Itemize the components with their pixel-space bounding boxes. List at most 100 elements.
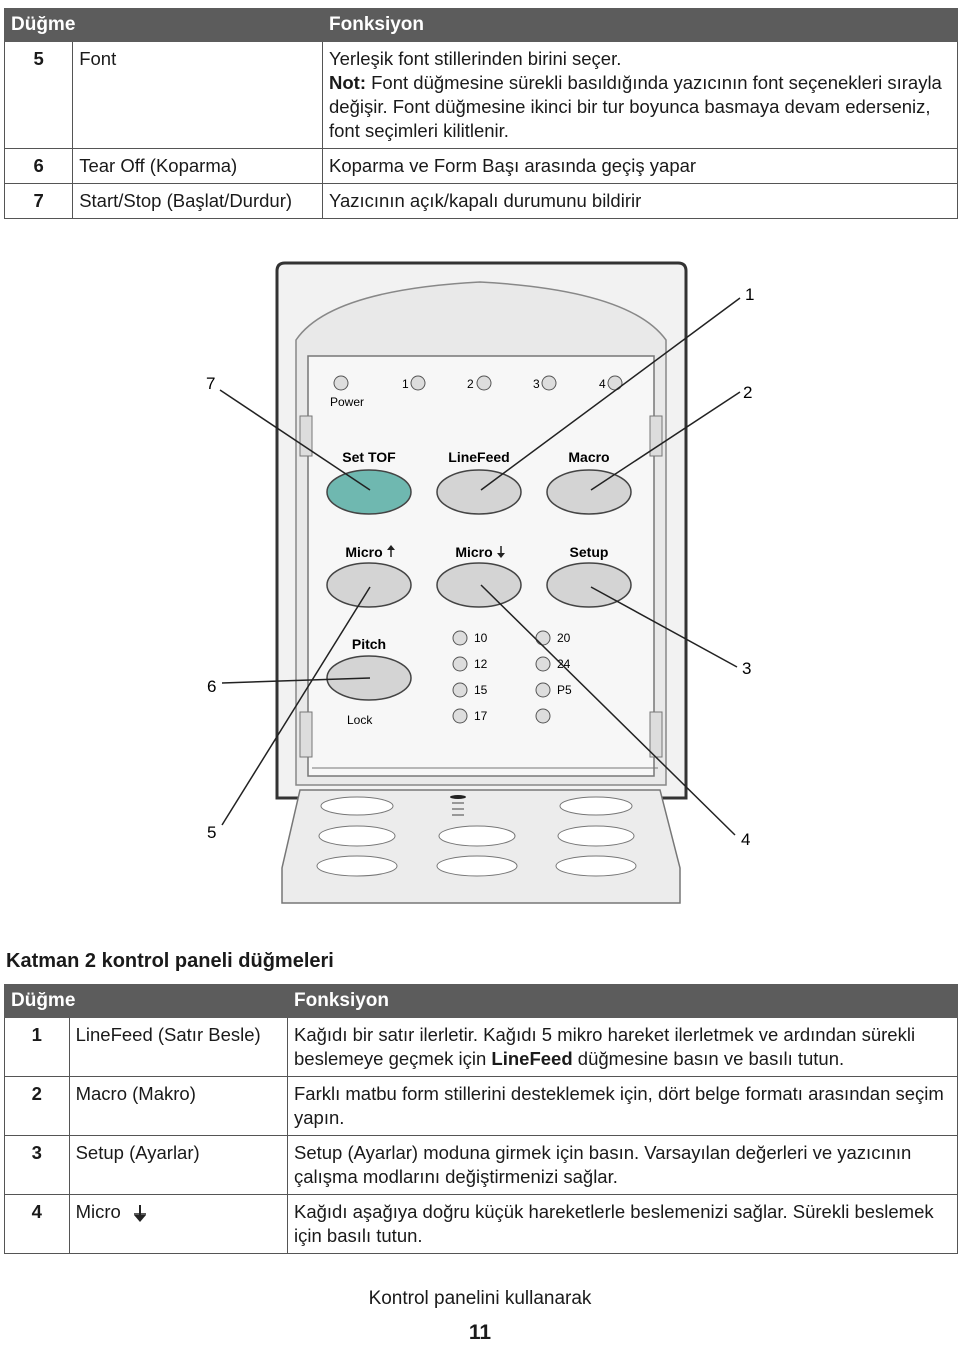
header-button: Düğme xyxy=(4,984,288,1018)
pitch-label: Pitch xyxy=(352,636,386,652)
callout-4: 4 xyxy=(741,830,750,849)
callout-7: 7 xyxy=(206,374,215,393)
linefeed-label: LineFeed xyxy=(448,449,509,465)
table-row: 3 Setup (Ayarlar) Setup (Ayarlar) moduna… xyxy=(4,1135,958,1195)
callout-5: 5 xyxy=(207,823,216,842)
row-button-name: Tear Off (Koparma) xyxy=(72,148,323,184)
header-function: Fonksiyon xyxy=(287,984,958,1018)
tray-hole xyxy=(318,825,396,847)
pitch-label-12: 12 xyxy=(474,657,488,671)
tray-hole xyxy=(438,825,516,847)
indicator-label-2: 2 xyxy=(467,377,474,391)
indicator-label-4: 4 xyxy=(599,377,606,391)
table-row: 6 Tear Off (Koparma) Koparma ve Form Baş… xyxy=(3,148,958,184)
left-latch-lower xyxy=(299,711,313,758)
set-tof-label: Set TOF xyxy=(342,449,396,465)
row-number: 4 xyxy=(4,1194,70,1254)
power-label: Power xyxy=(330,395,364,409)
row-number: 6 xyxy=(3,148,74,184)
function-text-end: düğmesine basın ve basılı tutun. xyxy=(572,1048,845,1069)
indicator-light-1 xyxy=(410,375,426,391)
pitch-label-17: 17 xyxy=(474,709,488,723)
indicator-label-1: 1 xyxy=(402,377,409,391)
pitch-light-20 xyxy=(535,630,551,646)
indicator-light-3 xyxy=(541,375,557,391)
function-bold: LineFeed xyxy=(491,1048,573,1069)
tray-hole xyxy=(436,855,518,877)
table-header: Düğme Fonksiyon xyxy=(4,984,958,1018)
row-number: 7 xyxy=(3,183,74,219)
row-function: Kağıdı bir satır ilerletir. Kağıdı 5 mik… xyxy=(287,1017,958,1077)
tray-hole xyxy=(557,825,635,847)
micro-up-label: Micro xyxy=(345,544,382,560)
tray-hole xyxy=(555,855,637,877)
tray-hole xyxy=(316,855,398,877)
pitch-label-24: 24 xyxy=(557,657,571,671)
tray-hole xyxy=(559,796,633,816)
row-number: 3 xyxy=(4,1135,70,1195)
row-function: Farklı matbu form stillerini desteklemek… xyxy=(287,1076,958,1136)
row-function: Setup (Ayarlar) moduna girmek için basın… xyxy=(287,1135,958,1195)
button-function-table-2: Düğme Fonksiyon 1 LineFeed (Satır Besle)… xyxy=(4,984,958,1254)
micro-down-button[interactable] xyxy=(436,562,522,608)
arrow-up-icon xyxy=(387,545,395,557)
row-function: Koparma ve Form Başı arasında geçiş yapa… xyxy=(322,148,958,184)
pitch-label-p5: P5 xyxy=(557,683,572,697)
table-row: 7 Start/Stop (Başlat/Durdur) Yazıcının a… xyxy=(3,183,958,219)
row-number: 5 xyxy=(3,41,74,149)
row-function: Yerleşik font stillerinden birini seçer.… xyxy=(322,41,958,149)
arrow-down-icon xyxy=(497,546,505,558)
pitch-light-extra xyxy=(535,708,551,724)
row-button-name: Micro xyxy=(69,1194,289,1254)
setup-button[interactable] xyxy=(546,562,632,608)
callout-3: 3 xyxy=(742,659,751,678)
macro-label: Macro xyxy=(568,449,609,465)
pitch-light-24 xyxy=(535,656,551,672)
row-function: Yazıcının açık/kapalı durumunu bildirir xyxy=(322,183,958,219)
callout-lines xyxy=(219,297,741,836)
header-button: Düğme xyxy=(4,8,323,42)
row-number: 1 xyxy=(4,1017,70,1077)
table-row: 2 Macro (Makro) Farklı matbu form stille… xyxy=(4,1076,958,1136)
row-function: Kağıdı aşağıya doğru küçük hareketlerle … xyxy=(287,1194,958,1254)
footer-section-title: Kontrol panelini kullanarak xyxy=(368,1288,592,1309)
micro-up-button[interactable] xyxy=(326,562,412,608)
pitch-light-12 xyxy=(452,656,468,672)
macro-button[interactable] xyxy=(546,469,632,515)
row-button-name: Macro (Makro) xyxy=(69,1076,289,1136)
table-row: 4 Micro Kağıdı aşağıya doğru küçük harek… xyxy=(4,1194,958,1254)
function-text: Kağıdı bir satır ilerletir. Kağıdı 5 mik… xyxy=(294,1024,916,1069)
row-button-name: Font xyxy=(72,41,323,149)
pitch-label-20: 20 xyxy=(557,631,571,645)
callout-1: 1 xyxy=(745,285,754,304)
header-function: Fonksiyon xyxy=(322,8,958,42)
power-light xyxy=(333,375,349,391)
micro-down-label: Micro xyxy=(455,544,492,560)
note: Not: Font düğmesine sürekli basıldığında… xyxy=(329,71,951,143)
indicator-light-2 xyxy=(476,375,492,391)
section-heading: Katman 2 kontrol paneli düğmeleri xyxy=(6,950,334,972)
callout-2: 2 xyxy=(743,383,752,402)
row-number: 2 xyxy=(4,1076,70,1136)
set-tof-button[interactable] xyxy=(326,469,412,515)
pitch-label-15: 15 xyxy=(474,683,488,697)
table-row: 1 LineFeed (Satır Besle) Kağıdı bir satı… xyxy=(4,1017,958,1077)
arrow-down-icon xyxy=(133,1205,146,1223)
lock-label: Lock xyxy=(347,713,373,727)
right-latch-lower xyxy=(649,711,663,758)
pitch-light-p5 xyxy=(535,682,551,698)
note-text: Font düğmesine sürekli basıldığında yazı… xyxy=(329,72,942,141)
function-text: Yerleşik font stillerinden birini seçer. xyxy=(329,48,622,69)
indicator-label-3: 3 xyxy=(533,377,540,391)
tray-mark xyxy=(450,795,466,799)
micro-name: Micro xyxy=(75,1201,121,1222)
row-button-name: Setup (Ayarlar) xyxy=(69,1135,289,1195)
page-number: 11 xyxy=(468,1321,492,1344)
table-row: 5 Font Yerleşik font stillerinden birini… xyxy=(3,41,958,149)
pitch-light-15 xyxy=(452,682,468,698)
button-function-table-1: Düğme Fonksiyon 5 Font Yerleşik font sti… xyxy=(3,8,958,219)
table-header: Düğme Fonksiyon xyxy=(4,8,958,42)
note-label: Not: xyxy=(329,72,366,93)
row-button-name: Start/Stop (Başlat/Durdur) xyxy=(72,183,323,219)
linefeed-button[interactable] xyxy=(436,469,522,515)
